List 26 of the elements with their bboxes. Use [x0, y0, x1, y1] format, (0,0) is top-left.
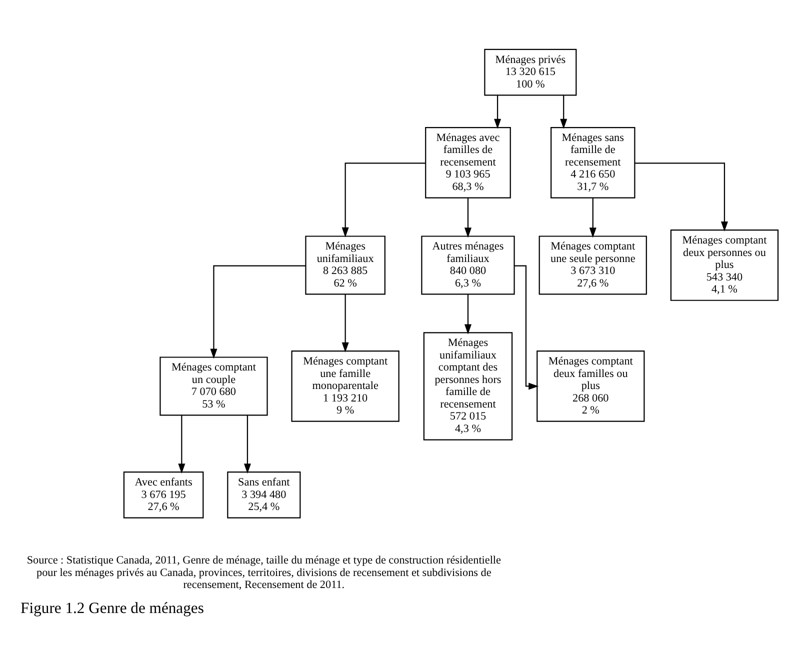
arrow	[494, 95, 502, 128]
node-box: Ménages comptant une seule personne 3 673 310 27,6 %	[538, 235, 647, 294]
node-box: Ménages unifamiliaux comptant des personnes hors famille de recensement 572 015 4,3 %	[423, 332, 513, 440]
node-box: Ménages comptant deux familles ou plus 268 060 2 %	[536, 350, 645, 422]
arrow	[560, 95, 568, 128]
node-box: Avec enfants 3 676 195 27,6 %	[123, 471, 204, 518]
arrow	[464, 294, 472, 334]
arrow	[178, 414, 186, 474]
arrow	[634, 162, 728, 232]
node-box: Ménages avec familles de recensement 9 103 965 68,3 %	[425, 126, 511, 198]
arrow	[210, 264, 306, 358]
node-box: Ménages privés 13 320 615 100 %	[484, 48, 577, 96]
label: Source : Statistique Canada, 2011, Genre de ménage, taille du ménage et type de construction résidentielle pour les ménages privés au Canada, provinces, territoires, divisions de recensement et subdivisions de recensement, Recensement de 2011.	[26, 554, 501, 591]
node-box: Autres ménages familiaux 840 080 6,3 %	[421, 235, 515, 294]
arrow	[244, 414, 251, 474]
node-box: Ménages sans famille de recensement 4 216 650 31,7 %	[550, 126, 636, 198]
node-box: Ménages comptant deux personnes ou plus 543 340 4,1 %	[670, 229, 779, 300]
arrow	[589, 197, 596, 238]
node-box: Ménages comptant un couple 7 070 680 53 %	[160, 356, 268, 416]
node-box: Sans enfant 3 394 480 25,4 %	[227, 471, 301, 518]
caption: Figure 1.2 Genre de ménages	[20, 599, 204, 616]
arrow	[342, 294, 349, 352]
node-box: Ménages unifamiliaux 8 263 885 62 %	[305, 235, 386, 294]
arrow	[342, 162, 426, 237]
node-box: Ménages comptant une famille monoparentale 1 193 210 9 %	[291, 350, 400, 422]
arrow	[464, 197, 472, 238]
